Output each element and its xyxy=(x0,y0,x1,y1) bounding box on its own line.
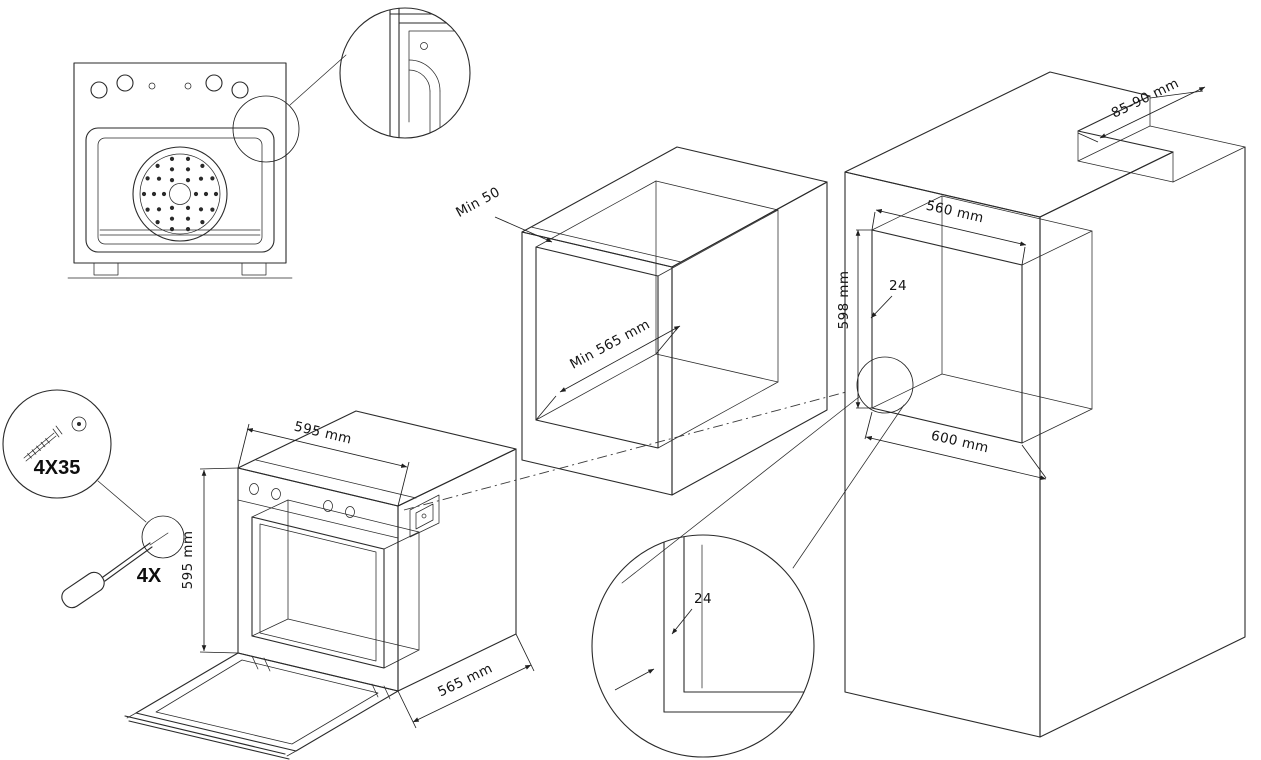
dim-niche-height: 598 mm xyxy=(836,229,872,409)
niche-depth-label: 600 mm xyxy=(929,428,990,457)
screw-count-label: 4X xyxy=(137,565,162,587)
oven-depth-label: 565 mm xyxy=(435,660,495,700)
dim-niche-width: 560 mm xyxy=(871,198,1027,266)
screwdriver: 4X xyxy=(61,515,185,609)
dim-oven-width: 595 mm xyxy=(237,419,410,507)
corner-detail-small xyxy=(339,7,471,139)
fan-perforations xyxy=(141,156,219,232)
alignment-dashed-line xyxy=(403,391,847,511)
panel-offset-label: 24 xyxy=(889,278,907,294)
dim-oven-height: 595 mm xyxy=(180,467,239,654)
base-cabinet xyxy=(521,146,828,496)
dim-rear-gap: Min 50 xyxy=(453,184,553,243)
rear-gap-label: Min 50 xyxy=(453,184,503,221)
screws-detail: 4X35 xyxy=(2,389,147,523)
dim-top-recess: 85-90 mm xyxy=(1077,75,1206,143)
niche-height-label: 598 mm xyxy=(836,271,852,330)
oven-width-label: 595 mm xyxy=(292,419,353,448)
screw-spec-label: 4X35 xyxy=(34,457,81,479)
oven-front-view xyxy=(67,54,347,279)
niche-corner-callout xyxy=(621,356,914,584)
corner-callout-ring xyxy=(232,95,300,163)
convection-fan xyxy=(132,146,228,242)
tip-callout-ring xyxy=(141,515,185,559)
panel-detail-large: 24 xyxy=(591,534,815,758)
oven-height-label: 595 mm xyxy=(180,531,196,590)
oven-door xyxy=(124,652,399,760)
dim-panel-offset: 24 xyxy=(870,278,907,319)
top-recess-label: 85-90 mm xyxy=(1109,75,1182,121)
oven-isometric xyxy=(124,410,517,760)
detail-panel-thickness-label: 24 xyxy=(694,591,712,607)
